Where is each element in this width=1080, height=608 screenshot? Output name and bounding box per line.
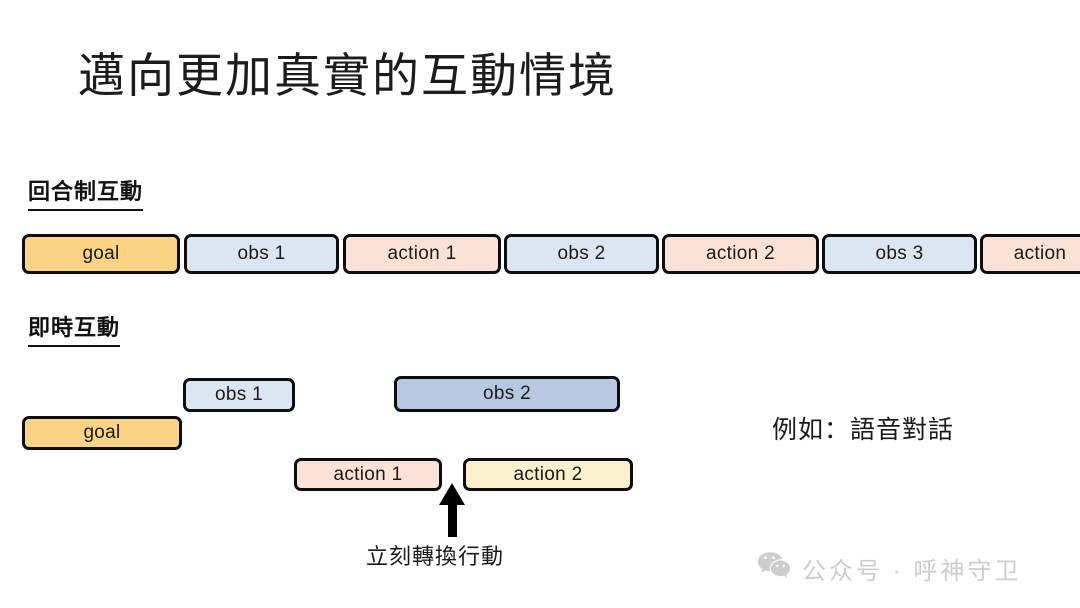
turn-box-obs-1: obs 1 xyxy=(184,234,339,274)
example-note-label: 例如：語音對話 xyxy=(772,416,955,444)
turn-box-action-1: action 1 xyxy=(343,234,501,274)
watermark: 公众号 · 呼神守卫 xyxy=(757,551,1021,586)
realtime-box-goal: goal xyxy=(22,416,182,450)
turn-box-obs-2: obs 2 xyxy=(504,234,659,274)
section-heading-realtime: 即時互動 xyxy=(28,310,121,347)
turn-box-action-2: action 2 xyxy=(662,234,819,274)
realtime-box-obs-1: obs 1 xyxy=(183,378,295,412)
watermark-text: 公众号 · 呼神守卫 xyxy=(802,558,1022,585)
turn-box-goal: goal xyxy=(22,234,180,274)
turn-box-action: action xyxy=(980,234,1080,274)
arrow-head xyxy=(439,483,465,505)
wechat-icon xyxy=(757,551,791,586)
realtime-box-action-1: action 1 xyxy=(294,458,442,491)
realtime-timeline: 立刻轉換行動 例如：語音對話 obs 1 obs 2 goal action 1 act… xyxy=(0,355,1080,569)
section-heading-turn-based: 回合制互動 xyxy=(28,174,144,211)
page-title: 邁向更加真實的互動情境 xyxy=(78,49,617,102)
arrow-caption-label: 立刻轉換行動 xyxy=(366,544,505,569)
realtime-box-action-2: action 2 xyxy=(463,458,633,491)
arrow-stem xyxy=(448,501,457,537)
turn-box-obs-3: obs 3 xyxy=(822,234,977,274)
realtime-box-obs-2: obs 2 xyxy=(394,376,620,412)
